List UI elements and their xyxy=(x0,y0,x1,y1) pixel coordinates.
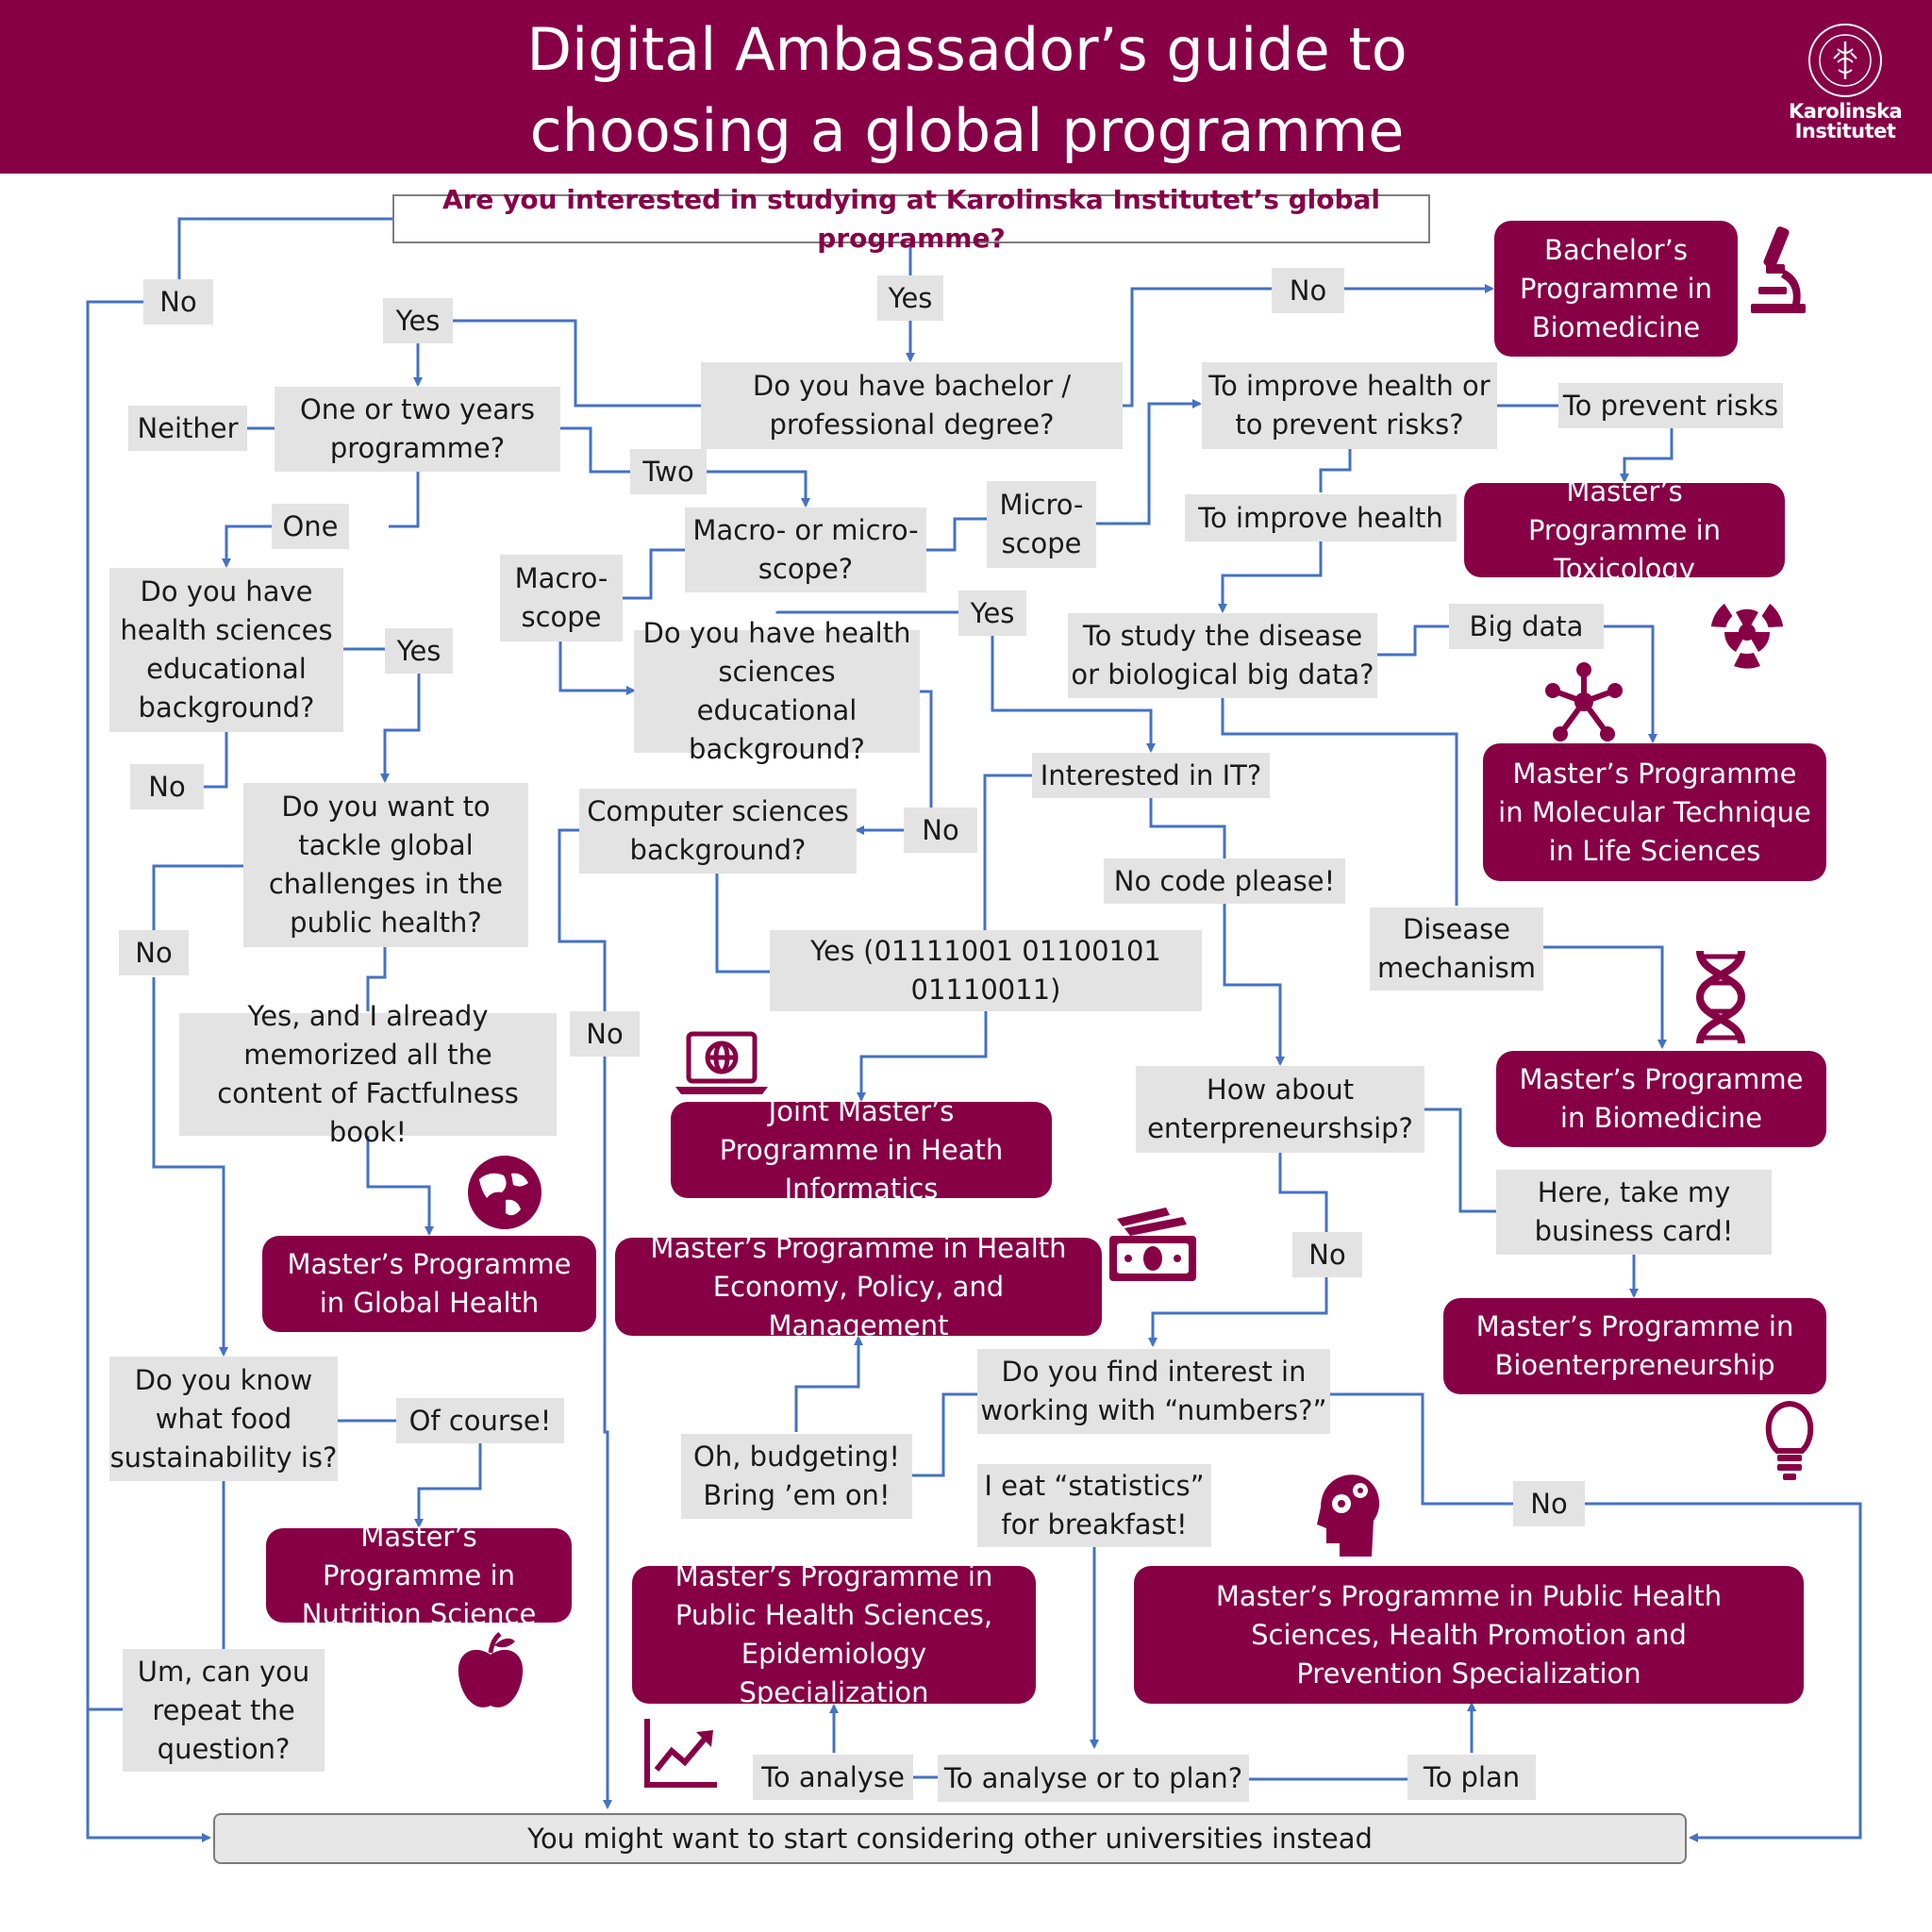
money-icon xyxy=(1109,1208,1196,1281)
answer-no-code: No code please! xyxy=(1104,858,1345,904)
answer-yes-hs2: Yes xyxy=(958,591,1026,636)
answer-micro-scope: Micro-scope xyxy=(987,481,1096,568)
logo-line-1: Karolinska xyxy=(1789,100,1903,123)
answer-prevent-risks: To prevent risks xyxy=(1558,383,1783,428)
question-interested-it: Interested in IT? xyxy=(1032,753,1270,798)
answer-no-global: No xyxy=(119,930,189,975)
answer-yes-top: Yes xyxy=(877,275,943,321)
answer-to-plan: To plan xyxy=(1407,1755,1536,1800)
title-line-2: choosing a global programme xyxy=(529,96,1405,165)
answer-statistics: I eat “statistics” for breakfast! xyxy=(977,1464,1211,1547)
answer-yes-binary: Yes (01111001 01100101 01110011) xyxy=(770,930,1202,1011)
programme-global-health: Master’s Programme in Global Health xyxy=(262,1236,596,1332)
question-degree: Do you have bachelor / professional degr… xyxy=(701,362,1123,449)
answer-yes-factfulness: Yes, and I already memorized all the con… xyxy=(179,1000,557,1148)
programme-health-promotion: Master’s Programme in Public Health Scie… xyxy=(1134,1566,1804,1704)
answer-no-top: No xyxy=(143,279,213,325)
dna-icon xyxy=(1695,950,1746,1044)
intro-question: Are you interested in studying at Karoli… xyxy=(392,184,1430,254)
question-disease-bigdata: To study the disease or biological big d… xyxy=(1068,613,1377,698)
question-macro-micro: Macro- or micro-scope? xyxy=(685,508,926,592)
globe-icon xyxy=(468,1156,541,1229)
programme-nutrition-science: Master’s Programme in Nutrition Science xyxy=(266,1521,572,1630)
answer-no-hs2: No xyxy=(904,808,977,853)
programme-molecular-technique: Master’s Programme in Molecular Techniqu… xyxy=(1483,743,1826,881)
header-banner xyxy=(0,0,1932,174)
programme-toxicology: Master’s Programme in Toxicology xyxy=(1464,475,1785,585)
answer-budgeting: Oh, budgeting! Bring ’em on! xyxy=(681,1434,912,1519)
answer-one: One xyxy=(272,504,349,549)
logo-line-2: Institutet xyxy=(1794,120,1896,142)
final-other-universities: You might want to start considering othe… xyxy=(213,1813,1687,1864)
question-hs-background-2: Do you have health sciences educational … xyxy=(634,617,920,765)
microscope-icon xyxy=(1751,226,1806,313)
answer-disease-mechanism: Disease mechanism xyxy=(1370,908,1543,991)
answer-improve-health: To improve health xyxy=(1185,494,1457,541)
question-years: One or two years programme? xyxy=(275,387,560,472)
question-food: Do you know what food sustainability is? xyxy=(109,1357,338,1481)
brain-gears-icon xyxy=(1317,1474,1380,1557)
title-line-1: Digital Ambassador’s guide to xyxy=(526,15,1407,84)
apple-icon xyxy=(458,1632,524,1707)
answer-of-course: Of course! xyxy=(396,1398,564,1443)
answer-big-data: Big data xyxy=(1449,604,1604,649)
question-numbers: Do you find interest in working with “nu… xyxy=(977,1349,1330,1434)
radiation-icon xyxy=(1710,603,1784,669)
question-hs-background-1: Do you have health sciences educational … xyxy=(109,568,343,732)
answer-neither: Neither xyxy=(128,406,247,451)
lightbulb-icon xyxy=(1765,1400,1814,1480)
question-global-challenges: Do you want to tackle global challenges … xyxy=(243,783,528,947)
page-title: Digital Ambassador’s guide to choosing a… xyxy=(358,9,1575,172)
seal-icon xyxy=(1808,24,1882,97)
answer-no-numbers: No xyxy=(1513,1481,1585,1526)
laptop-globe-icon xyxy=(675,1031,768,1094)
programme-health-economy: Master’s Programme in Health Economy, Po… xyxy=(615,1232,1102,1341)
answer-macro-scope: Macro-scope xyxy=(500,555,623,641)
answer-no-degree: No xyxy=(1272,268,1344,313)
answer-two: Two xyxy=(630,449,707,494)
question-improve-prevent: To improve health or to prevent risks? xyxy=(1202,362,1497,449)
question-analyse-plan: To analyse or to plan? xyxy=(938,1755,1249,1802)
question-cs-background: Computer sciences background? xyxy=(579,789,857,874)
answer-to-analyse: To analyse xyxy=(753,1755,913,1800)
answer-yes-hs1: Yes xyxy=(385,628,453,674)
programme-health-informatics: Joint Master’s Programme in Heath Inform… xyxy=(671,1095,1052,1205)
programme-epidemiology: Master’s Programme in Public Health Scie… xyxy=(632,1560,1036,1708)
programme-biomedicine: Master’s Programme in Biomedicine xyxy=(1496,1051,1826,1147)
answer-no-hs1: No xyxy=(130,764,204,809)
answer-no-cs: No xyxy=(570,1011,640,1057)
answer-um-repeat: Um, can you repeat the question? xyxy=(123,1649,325,1772)
answer-no-entrepreneurship: No xyxy=(1292,1232,1362,1277)
trend-chart-icon xyxy=(644,1719,717,1788)
programme-bachelor-biomedicine: Bachelor’s Programme in Biomedicine xyxy=(1494,221,1738,357)
question-entrepreneurship: How about enterpreneurshsip? xyxy=(1136,1066,1424,1153)
answer-business-card: Here, take my business card! xyxy=(1496,1170,1772,1255)
programme-bioentrepreneurship: Master’s Programme in Bioenterpreneurshi… xyxy=(1443,1298,1826,1394)
molecule-icon xyxy=(1545,662,1623,741)
answer-yes-left: Yes xyxy=(383,298,453,343)
